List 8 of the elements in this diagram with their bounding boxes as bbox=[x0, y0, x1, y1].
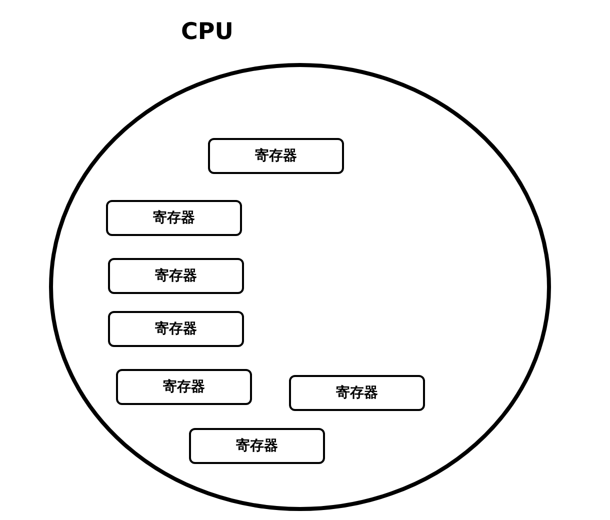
register-box: 寄存器 bbox=[189, 428, 325, 464]
cpu-label: CPU bbox=[181, 21, 234, 44]
register-box: 寄存器 bbox=[108, 258, 244, 294]
register-box: 寄存器 bbox=[289, 375, 425, 411]
register-box: 寄存器 bbox=[116, 369, 252, 405]
register-box: 寄存器 bbox=[106, 200, 242, 236]
register-box: 寄存器 bbox=[208, 138, 344, 174]
register-box: 寄存器 bbox=[108, 311, 244, 347]
